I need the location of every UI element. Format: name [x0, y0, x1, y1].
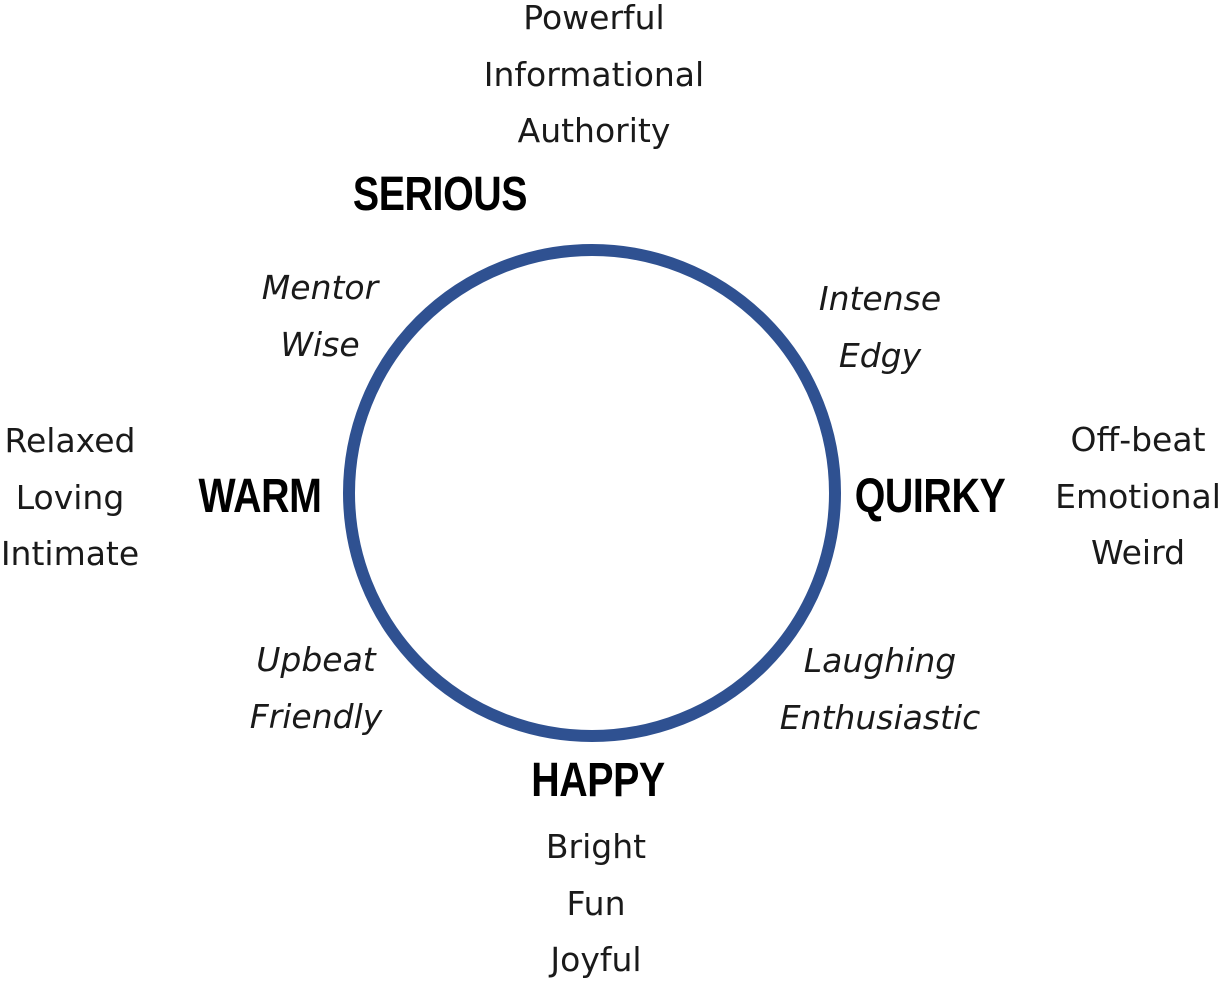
descriptor: Joyful	[550, 940, 642, 979]
top-left-descriptors: Mentor Wise	[170, 260, 470, 373]
warm-descriptors: Relaxed Loving Intimate	[0, 413, 220, 583]
descriptor: Edgy	[838, 335, 922, 375]
happy-heading: HAPPY	[531, 754, 665, 807]
descriptor: Bright	[545, 827, 647, 866]
descriptor: Laughing	[803, 641, 957, 680]
descriptor: Mentor	[261, 268, 379, 307]
warm-heading: WARM	[198, 470, 322, 523]
descriptor: Authority	[517, 111, 671, 150]
descriptor: Intimate	[0, 534, 140, 573]
descriptor: Weird	[1090, 533, 1186, 572]
descriptor: Friendly	[249, 696, 383, 736]
descriptor: Off-beat	[1070, 420, 1206, 459]
descriptor: Upbeat	[256, 640, 376, 679]
circle-outline	[343, 244, 841, 742]
happy-descriptors: Bright Fun Joyful	[446, 819, 746, 982]
quirky-descriptors: Off-beat Emotional Weird	[988, 412, 1222, 582]
descriptor: Emotional	[1055, 476, 1221, 516]
descriptor: Enthusiastic	[779, 697, 981, 737]
descriptor: Relaxed	[4, 421, 136, 460]
descriptor: Wise	[280, 324, 360, 364]
descriptor: Fun	[566, 883, 626, 923]
serious-heading: SERIOUS	[352, 168, 528, 221]
quirky-heading: QUIRKY	[854, 470, 1006, 523]
bottom-left-descriptors: Upbeat Friendly	[166, 632, 466, 745]
descriptor: Informational	[483, 54, 705, 94]
descriptor: Loving	[15, 477, 125, 517]
descriptor: Intense	[818, 279, 942, 318]
serious-descriptors: Powerful Informational Authority	[444, 0, 744, 160]
top-right-descriptors: Intense Edgy	[730, 271, 1030, 384]
bottom-right-descriptors: Laughing Enthusiastic	[730, 633, 1030, 746]
descriptor: Powerful	[523, 0, 665, 37]
